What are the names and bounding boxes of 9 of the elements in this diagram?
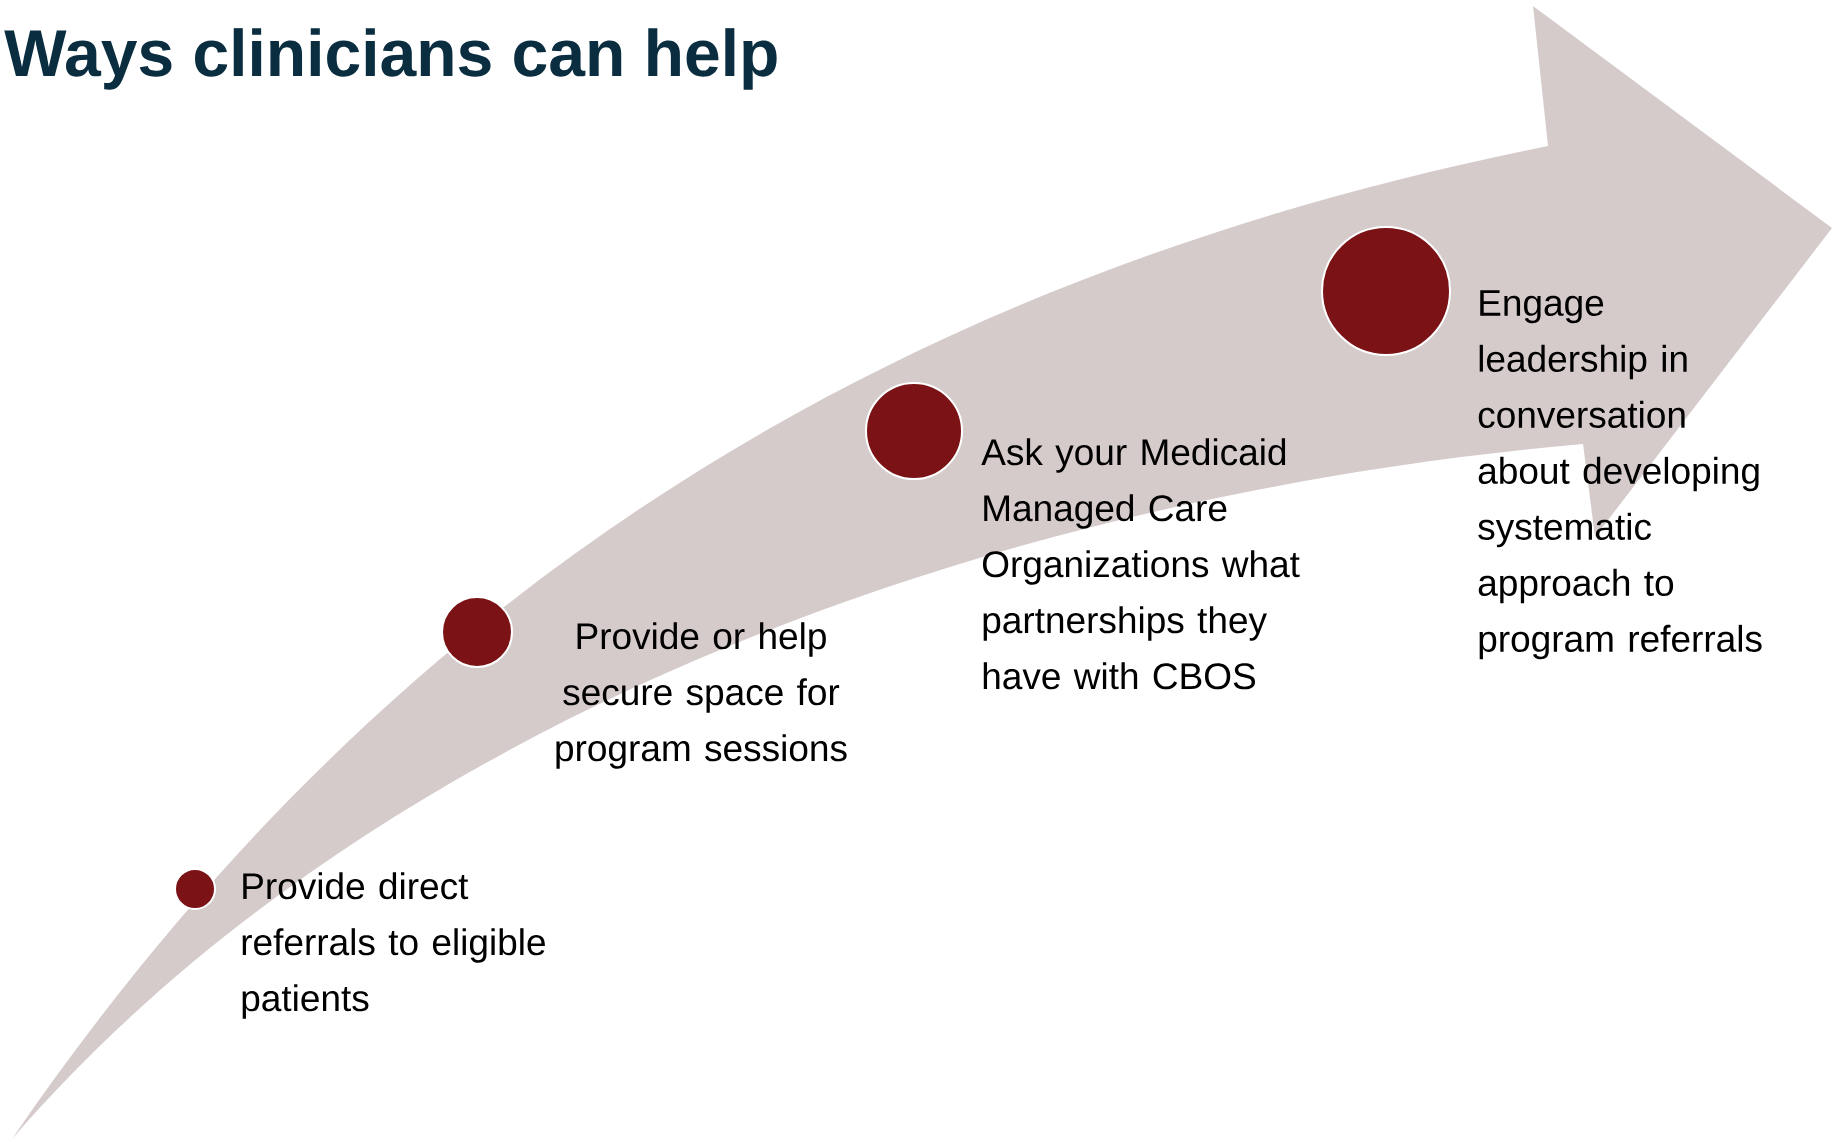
circle-marker bbox=[441, 596, 513, 668]
step-text: Provide direct referrals to eligible patients bbox=[242, 872, 545, 1019]
step-text: Provide or help secure space for program sessions bbox=[556, 622, 847, 769]
circle-marker bbox=[1321, 226, 1451, 356]
step-text: Ask your Medicaid Managed Care Organizations what partnerships they have with CBOS bbox=[981, 438, 1300, 690]
circle-marker bbox=[174, 868, 216, 910]
circle-marker bbox=[865, 382, 963, 480]
step-text: Engage leadership in conversation about developing systematic approach to program referrals bbox=[1478, 290, 1762, 660]
title: Ways clinicians can help bbox=[4, 28, 777, 90]
